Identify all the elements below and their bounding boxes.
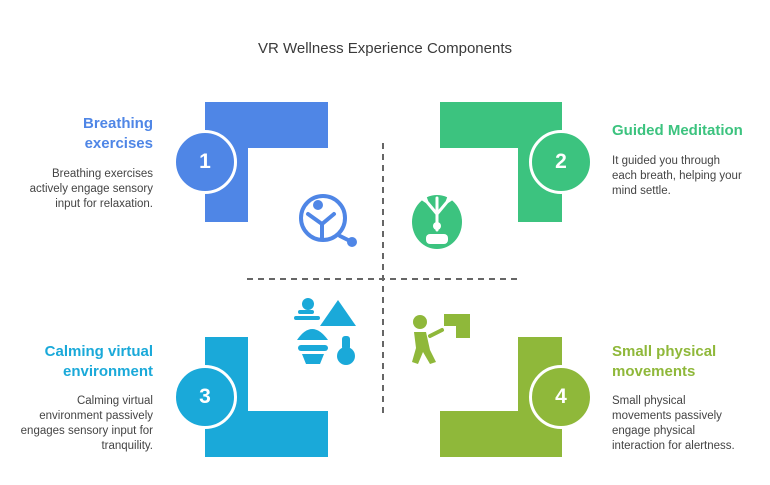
description-line: environment passively [39, 410, 153, 422]
description-line: Breathing exercises [52, 168, 153, 180]
description-line: movements passively [612, 410, 722, 422]
bracket-shape-4 [440, 337, 562, 457]
description-line: Small physical [612, 395, 686, 407]
heading-guided-meditation: Guided Meditation [612, 121, 762, 141]
heading-line: Guided Meditation [612, 122, 743, 139]
bracket-shape-2 [440, 102, 562, 222]
description-breathing-exercises: Breathing exercises actively engage sens… [8, 167, 153, 212]
heading-small-physical-movements: Small physical movements [612, 342, 762, 382]
description-line: actively engage sensory [29, 183, 153, 195]
step-number-2: 2 [529, 130, 593, 194]
description-line: input for relaxation. [55, 198, 153, 210]
description-calming-virtual-environment: Calming virtual environment passively en… [8, 394, 153, 454]
heading-line: Small physical [612, 343, 717, 360]
description-line: mind settle. [612, 185, 671, 197]
description-line: Calming virtual [76, 395, 153, 407]
heading-line: environment [62, 363, 153, 380]
step-number-1: 1 [173, 130, 237, 194]
description-line: each breath, helping your [612, 170, 742, 182]
heading-line: exercises [84, 135, 153, 152]
heading-breathing-exercises: Breathing exercises [20, 114, 153, 154]
heading-line: Calming virtual [44, 343, 153, 360]
landscape-icon [294, 298, 356, 365]
description-line: tranquility. [101, 440, 153, 452]
description-line: It guided you through [612, 155, 721, 167]
meditation-figure-icon [412, 192, 462, 249]
heading-line: movements [612, 363, 696, 380]
description-small-physical-movements: Small physical movements passively engag… [612, 394, 762, 454]
description-line: interaction for alertness. [612, 440, 735, 452]
description-guided-meditation: It guided you through each breath, helpi… [612, 154, 762, 199]
moving-person-icon [412, 314, 470, 364]
step-number-3: 3 [173, 365, 237, 429]
heading-calming-virtual-environment: Calming virtual environment [8, 342, 153, 382]
breathing-person-icon [299, 194, 357, 247]
diagram-title: VR Wellness Experience Components [257, 40, 512, 57]
step-number-4: 4 [529, 365, 593, 429]
bracket-shape-1 [205, 102, 328, 222]
description-line: engages sensory input for [20, 425, 153, 437]
heading-line: Breathing [82, 115, 153, 132]
description-line: engage physical [612, 425, 696, 437]
bracket-shape-3 [205, 337, 328, 457]
